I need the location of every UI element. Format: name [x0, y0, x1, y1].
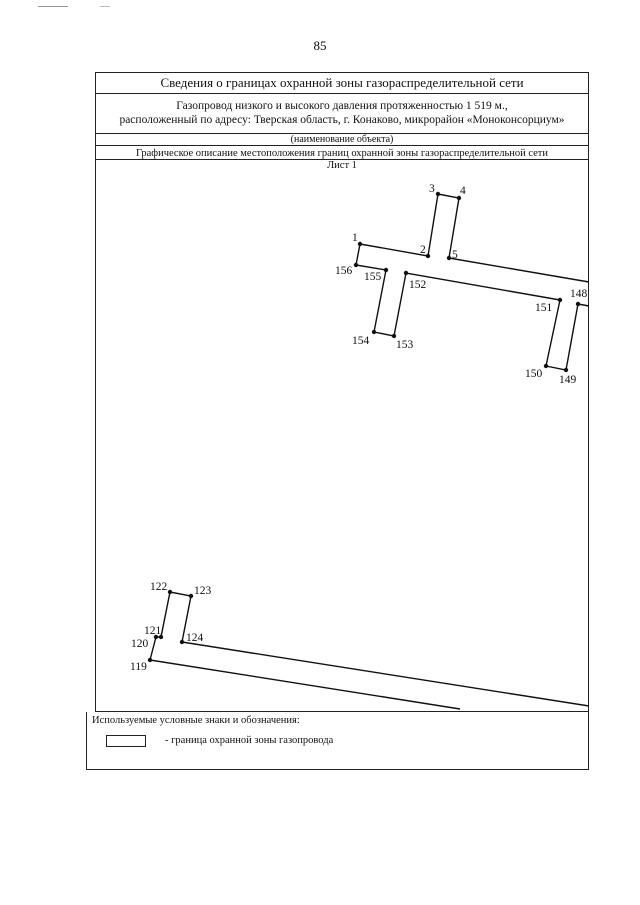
- object-description-line-2: расположенный по адресу: Тверская област…: [119, 114, 565, 126]
- document-title: Сведения о границах охранной зоны газора…: [160, 75, 524, 90]
- point-label-119: 119: [130, 661, 147, 673]
- point-labels: 1 2 3 4 5 156 155 152 154 153 151 148 15…: [130, 183, 588, 673]
- point-label-5: 5: [452, 249, 458, 261]
- point-marker: [456, 195, 462, 201]
- point-marker: [403, 270, 409, 276]
- legend-boundary-symbol: [106, 735, 146, 747]
- document-frame: [95, 72, 589, 712]
- scan-artifact: [38, 6, 68, 7]
- graphic-description: Графическое описание местоположения гран…: [135, 148, 549, 159]
- point-marker: [147, 657, 153, 663]
- point-marker: [371, 329, 377, 335]
- point-marker: [446, 255, 452, 261]
- boundary-line-upper-lower: [355, 243, 590, 371]
- point-marker: [383, 267, 389, 273]
- boundary-line-lower-upper: [149, 591, 590, 707]
- point-marker: [435, 191, 441, 197]
- point-label-4: 4: [460, 185, 466, 197]
- legend-title: Используемые условные знаки и обозначени…: [92, 715, 300, 726]
- point-label-148: 148: [570, 288, 588, 300]
- point-marker: [575, 301, 581, 307]
- point-marker: [158, 634, 164, 640]
- legend-item-label: - граница охранной зоны газопровода: [165, 735, 334, 746]
- point-marker: [353, 262, 359, 268]
- point-label-1: 1: [352, 232, 358, 244]
- point-marker: [557, 297, 563, 303]
- point-marker: [179, 639, 185, 645]
- point-marker: [563, 367, 569, 373]
- point-label-2: 2: [420, 244, 426, 256]
- point-marker: [167, 589, 173, 595]
- point-label-152: 152: [409, 279, 427, 291]
- object-caption: (наименование объекта): [290, 134, 394, 145]
- point-marker: [153, 634, 159, 640]
- object-description-line-1: Газопровод низкого и высокого давления п…: [176, 100, 508, 112]
- point-label-121: 121: [144, 625, 162, 637]
- point-label-153: 153: [396, 339, 414, 351]
- point-label-124: 124: [186, 632, 204, 644]
- header-divider: [95, 93, 589, 94]
- page-number: 85: [313, 38, 327, 53]
- legend-frame: [86, 712, 589, 770]
- sheet-label: Лист 1: [327, 160, 357, 171]
- point-marker: [391, 333, 397, 339]
- header-divider: [95, 145, 589, 146]
- point-label-3: 3: [429, 183, 435, 195]
- boundary-line-lower: [149, 659, 461, 710]
- header-divider: [95, 159, 589, 160]
- point-label-122: 122: [150, 581, 168, 593]
- boundary-line-upper: [359, 193, 590, 283]
- point-marker: [357, 241, 363, 247]
- point-marker: [425, 253, 431, 259]
- point-marker: [543, 363, 549, 369]
- point-label-120: 120: [131, 638, 149, 650]
- scan-artifact: [100, 6, 110, 7]
- point-label-155: 155: [364, 271, 382, 283]
- header-divider: [95, 133, 589, 134]
- point-label-150: 150: [525, 368, 543, 380]
- point-label-149: 149: [559, 374, 577, 386]
- point-label-151: 151: [535, 302, 553, 314]
- point-label-156: 156: [335, 265, 353, 277]
- point-marker: [188, 593, 194, 599]
- boundary-points: [147, 191, 581, 663]
- point-label-154: 154: [352, 335, 370, 347]
- point-label-123: 123: [194, 585, 212, 597]
